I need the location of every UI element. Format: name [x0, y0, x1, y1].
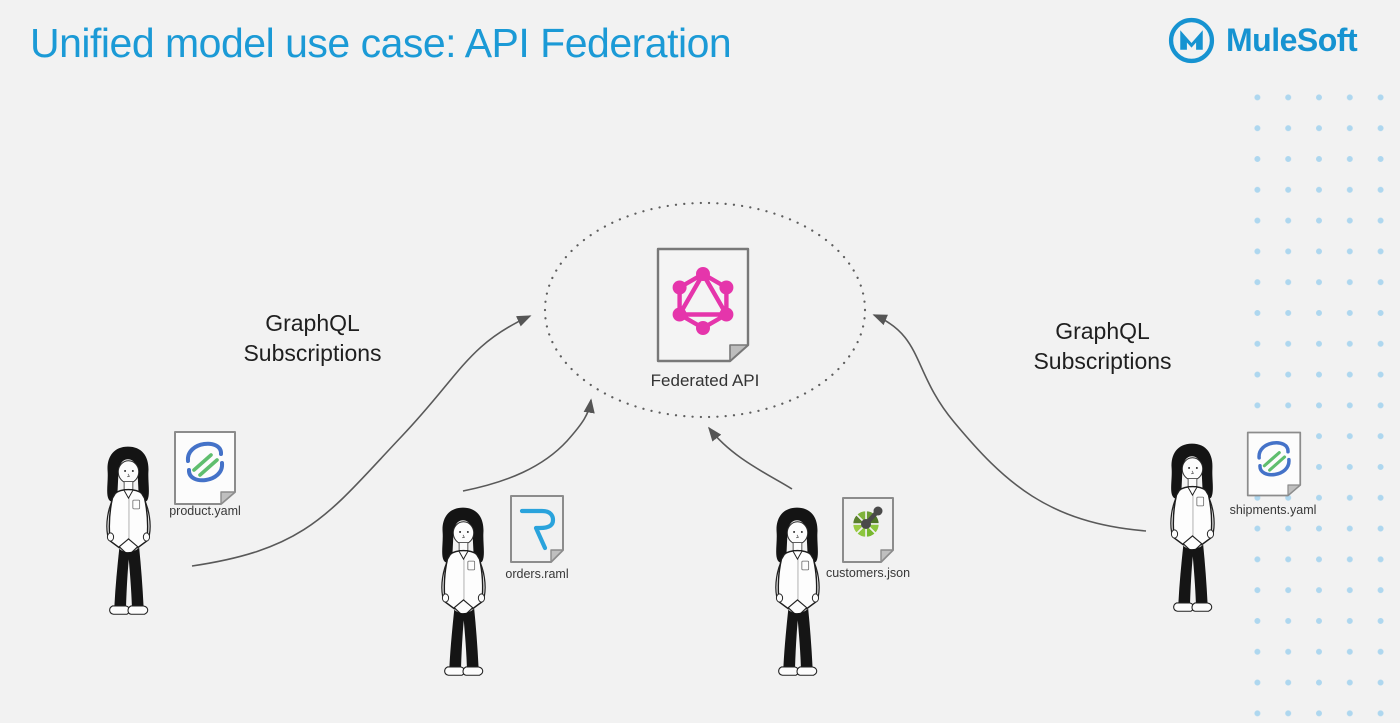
mulesoft-logo: MuleSoft — [1168, 17, 1358, 64]
label-line: GraphQL — [265, 310, 360, 336]
connector-arrow-customers — [708, 426, 793, 490]
federated-api-label: Federated API — [650, 371, 760, 390]
person-customers-owner — [763, 503, 831, 693]
dot-pattern-decoration — [1242, 82, 1400, 723]
mulesoft-logo-icon — [1168, 17, 1215, 64]
graphql-subscriptions-label-right: GraphQL Subscriptions — [1015, 316, 1190, 377]
graphql-document-icon — [656, 247, 750, 363]
connector-arrow-orders — [462, 398, 595, 492]
person-product-owner — [94, 442, 162, 632]
person-shipments-owner — [1158, 439, 1226, 629]
graphql-node-dots — [672, 267, 734, 335]
source-file-label: product.yaml — [169, 504, 241, 518]
label-line: GraphQL — [1055, 318, 1150, 344]
page-title: Unified model use case: API Federation — [30, 20, 732, 66]
person-orders-owner — [429, 503, 497, 693]
brand-name: MuleSoft — [1226, 22, 1358, 58]
openapi-yaml-document-icon — [174, 431, 236, 505]
openapi-json-document-icon — [842, 497, 894, 563]
source-file-label: orders.raml — [505, 567, 569, 581]
source-file-label: shipments.yaml — [1229, 503, 1317, 517]
source-file-label: customers.json — [825, 566, 911, 580]
raml-document-icon — [510, 495, 564, 563]
openapi-yaml-document-icon — [1246, 431, 1302, 497]
label-line: Subscriptions — [243, 340, 382, 367]
graphql-subscriptions-label-left: GraphQL Subscriptions — [225, 308, 400, 369]
label-line: Subscriptions — [1033, 348, 1172, 375]
